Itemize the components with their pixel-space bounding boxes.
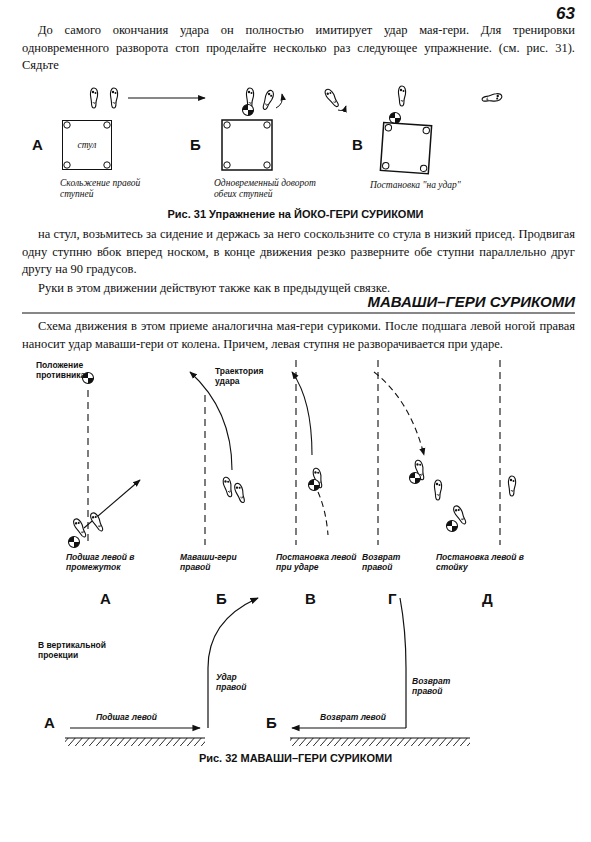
panel-letter: Б <box>190 136 210 153</box>
step-letter: Д <box>482 590 502 607</box>
panel-caption: Скольжение правой ступней <box>60 178 170 200</box>
step-caption: Возврат правой <box>362 552 432 572</box>
step-caption: Маваши-гери правой <box>180 552 260 572</box>
page-number: 63 <box>520 4 575 24</box>
node-label: стул <box>78 140 97 150</box>
opponent-label: Положение противника <box>36 360 106 380</box>
section-heading: МАВАШИ–ГЕРИ СУРИКОМИ <box>280 293 575 310</box>
body-paragraph: Схема движения в этом приеме аналогична … <box>22 318 575 353</box>
panel-caption: Одновременный доворот обеих ступней <box>214 178 324 200</box>
step-letter: Б <box>216 590 236 607</box>
projection-label: В вертикальной проекции <box>38 640 128 660</box>
path-label: Возврат левой <box>320 712 400 722</box>
path-label: Подшаг левой <box>96 712 176 722</box>
step-caption: Подшаг левой в промежуток <box>66 552 156 572</box>
step-letter: В <box>305 590 325 607</box>
figure-caption: Рис. 32 МАВАШИ–ГЕРИ СУРИКОМИ <box>0 752 591 764</box>
step-caption: Постановка левой при ударе <box>276 552 358 572</box>
step-letter: А <box>100 590 120 607</box>
path-label: Удар правой <box>216 672 260 692</box>
body-paragraph: До самого окончания удара он полностью и… <box>22 22 575 75</box>
panel-caption: Постановка "на удар" <box>370 180 490 191</box>
step-caption: Постановка левой в стойку <box>436 552 526 572</box>
body-paragraph: на стул, возьмитесь за сидение и держась… <box>22 226 575 279</box>
path-label: Возврат правой <box>412 676 462 696</box>
panel-letter: А <box>32 136 52 153</box>
figure-caption: Рис. 31 Упражнение на ЙОКО-ГЕРИ СУРИКОМИ <box>0 208 591 220</box>
panel-letter: В <box>352 136 372 153</box>
vertical-projection <box>65 598 470 746</box>
projection-letter: А <box>44 714 64 731</box>
trajectory-label: Траектория удара <box>215 366 285 386</box>
fig32 <box>84 360 500 545</box>
fig31 <box>64 86 503 174</box>
chair-square: стул <box>62 120 112 170</box>
step-letter: Г <box>388 590 408 607</box>
projection-letter: Б <box>266 714 286 731</box>
